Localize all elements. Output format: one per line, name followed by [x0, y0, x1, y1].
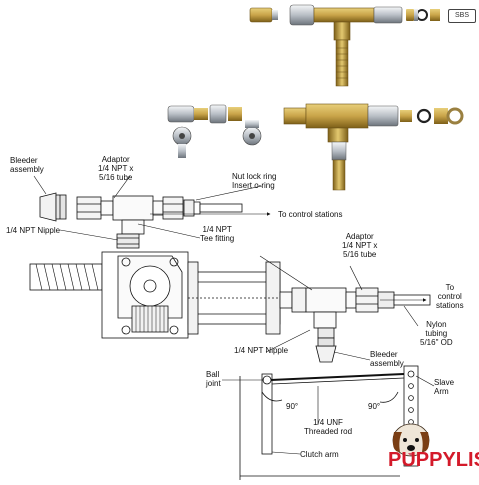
label-tee-fitting: 1/4 NPT Tee fitting [200, 225, 235, 243]
watermark-text: PUPPYLIST [388, 449, 479, 471]
label-nylon-tubing: Nylon tubing 5/16" OD [420, 320, 453, 347]
label-bleeder-assembly-top: Bleeder assembly [10, 156, 44, 174]
leader-lines [33, 175, 435, 455]
label-adaptor-right: Adaptor 1/4 NPT x 5/16 tube [342, 232, 378, 259]
label-npt-nipple-bottom: 1/4 NPT Nipple [234, 346, 289, 355]
label-bleeder-assembly-bottom: Bleeder assembly [370, 350, 404, 368]
label-threaded-rod: 1/4 UNF Threaded rod [304, 418, 353, 436]
diagram-cylinder-body [29, 251, 290, 339]
label-ball-joint: Ball joint [206, 370, 221, 388]
label-angle-left: 90° [286, 402, 299, 411]
label-angle-right: 90° [368, 402, 381, 411]
photo-badge: SBS [448, 9, 476, 23]
label-to-control-stations-2: To control stations [436, 283, 464, 310]
label-clutch-arm: Clutch arm [300, 450, 339, 459]
watermark-dog-icon [392, 423, 430, 457]
label-nut-lock-ring: Nut lock ring Insert o-ring [232, 172, 277, 190]
watermark: PUPPYLIST [352, 447, 479, 477]
photo-tee-assembly-lower [167, 103, 464, 191]
photo-tee-assembly-upper [249, 4, 440, 87]
label-to-control-stations-1: To control stations [278, 210, 343, 219]
label-npt-nipple-top: 1/4 NPT Nipple [6, 226, 61, 235]
label-slave-arm: Slave Arm [434, 378, 455, 396]
diagram-right-tee [279, 287, 431, 363]
label-adaptor-top: Adaptor 1/4 NPT x 5/16 tube [98, 155, 134, 182]
diagram-upper-tee [39, 192, 243, 249]
